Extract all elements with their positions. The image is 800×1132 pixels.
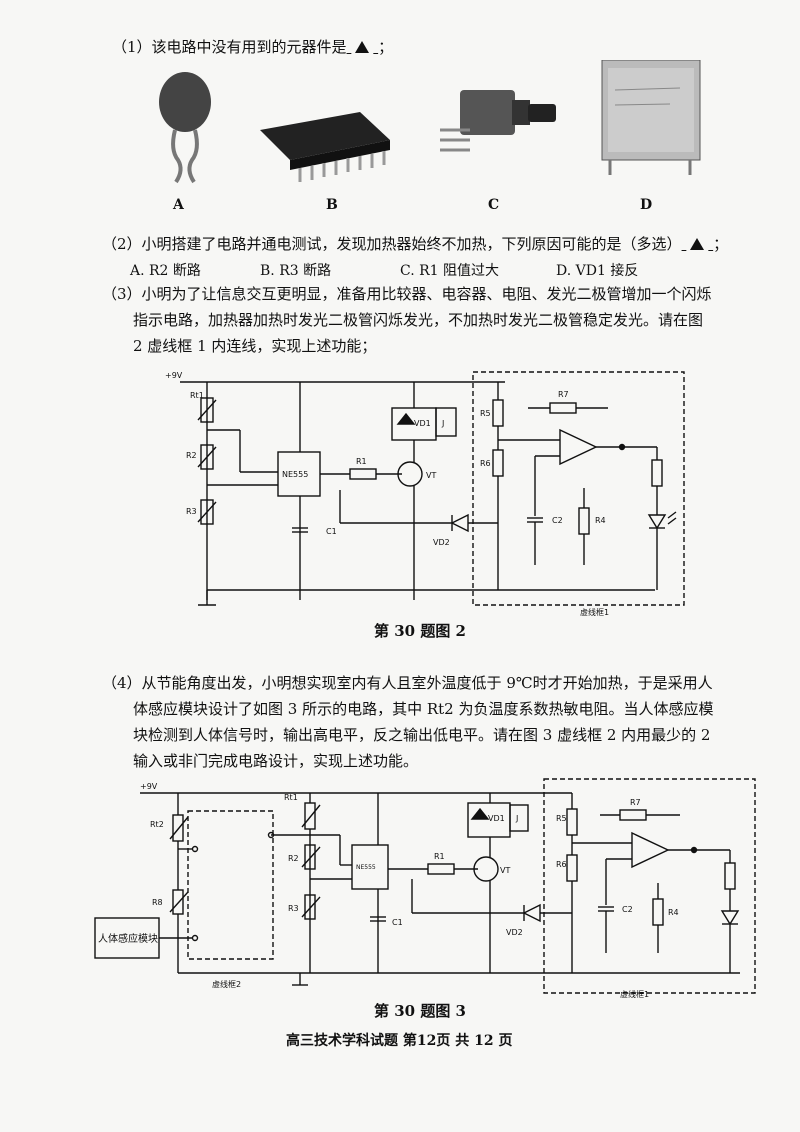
figure-3-circuit: +9V Rt2 R8 人体感应模块 虚线框2 Rt1 R2 R3 NE555 C… xyxy=(94,778,756,999)
svg-text:R2: R2 xyxy=(186,451,197,460)
q2-option-b: B. R3 断路 xyxy=(260,263,332,279)
svg-text:R3: R3 xyxy=(288,904,299,913)
fig2-relay-coil xyxy=(435,407,457,437)
svg-text:NE555: NE555 xyxy=(282,470,308,479)
fig2-vt xyxy=(397,461,423,487)
fig2-r1 xyxy=(349,468,377,480)
svg-text:C1: C1 xyxy=(392,918,403,927)
svg-text:C2: C2 xyxy=(622,905,633,914)
svg-text:Rt2: Rt2 xyxy=(150,820,164,829)
q2-option-d: D. VD1 接反 xyxy=(556,263,639,279)
svg-text:Rt1: Rt1 xyxy=(190,391,204,400)
fig3-dashed-box-2 xyxy=(187,810,274,960)
q4-line-3: 块检测到人体信号时，输出高电平，反之输出低电平。请在图 3 虚线框 2 内用最少… xyxy=(133,726,711,744)
svg-text:R5: R5 xyxy=(556,814,567,823)
q3-line-1: （3）小明为了让信息交互更明显，准备用比较器、电容器、电阻、发光二极管增加一个闪… xyxy=(102,285,712,303)
answer-triangle-icon xyxy=(355,41,370,53)
option-label-a: A xyxy=(173,197,184,213)
fig2-r3 xyxy=(200,499,214,525)
svg-text:VD2: VD2 xyxy=(506,928,523,937)
fig3-vt xyxy=(473,856,499,882)
option-label-d: D xyxy=(640,197,653,213)
figure-2-caption: 第 30 题图 2 xyxy=(374,622,466,640)
svg-text:VD1: VD1 xyxy=(488,814,505,823)
svg-text:J: J xyxy=(515,814,518,823)
svg-text:人体感应模块: 人体感应模块 xyxy=(98,932,158,945)
svg-text:虚线框2: 虚线框2 xyxy=(212,979,241,989)
q2-option-c: C. R1 阻值过大 xyxy=(400,263,500,279)
answer-blank[interactable] xyxy=(682,235,714,253)
q3-line-2: 指示电路，加热器加热时发光二极管闪烁发光，不加热时发光二极管稳定发光。请在图 xyxy=(133,311,704,329)
svg-text:R6: R6 xyxy=(556,860,567,869)
q4-line-1: （4）从节能角度出发，小明想实现室内有人且室外温度低于 9℃时才开始加热，于是采… xyxy=(102,674,713,692)
thermistor-image xyxy=(159,72,211,184)
svg-text:R3: R3 xyxy=(186,507,197,516)
q1-prefix: （1）该电路中没有用到的元器件是 xyxy=(112,38,347,56)
q3-line-3: 2 虚线框 1 内连线，实现上述功能； xyxy=(133,337,377,355)
fig2-dashed-box-1 xyxy=(472,371,685,606)
dip-ic-image xyxy=(260,112,390,182)
figure-3-caption: 第 30 题图 3 xyxy=(374,1002,466,1020)
svg-text:虚线框1: 虚线框1 xyxy=(580,607,609,617)
svg-text:虚线框1: 虚线框1 xyxy=(620,989,649,999)
svg-text:Rt1: Rt1 xyxy=(284,793,298,802)
svg-text:C1: C1 xyxy=(326,527,337,536)
fig2-power: +9V xyxy=(165,371,183,380)
fig3-comparator xyxy=(631,831,670,869)
svg-text:R6: R6 xyxy=(480,459,491,468)
svg-text:R7: R7 xyxy=(630,798,641,807)
potentiometer-image xyxy=(440,90,556,152)
fig3-dashed-box-1 xyxy=(543,778,756,994)
answer-triangle-icon xyxy=(690,238,705,250)
svg-text:VD1: VD1 xyxy=(414,419,431,428)
figure-2-circuit: +9V Rt1 R2 R3 NE555 C1 R1 VT VD1 J VD2 xyxy=(165,371,685,617)
relay-image xyxy=(601,60,701,175)
fig3-ic-555 xyxy=(351,844,389,890)
q2-option-a: A. R2 断路 xyxy=(130,263,201,279)
svg-text:VD2: VD2 xyxy=(433,538,450,547)
svg-text:R2: R2 xyxy=(288,854,299,863)
answer-blank[interactable] xyxy=(347,38,379,56)
q1-prompt: （1）该电路中没有用到的元器件是 ； xyxy=(112,38,394,56)
svg-text:R1: R1 xyxy=(434,852,445,861)
q2-prompt: （2）小明搭建了电路并通电测试，发现加热器始终不加热，下列原因可能的是（多选） … xyxy=(102,235,729,253)
q4-line-4: 输入或非门完成电路设计，实现上述功能。 xyxy=(133,752,419,770)
option-label-b: B xyxy=(326,197,338,213)
svg-text:R4: R4 xyxy=(595,516,606,525)
fig2-r2 xyxy=(200,444,214,470)
svg-text:R5: R5 xyxy=(480,409,491,418)
page-footer: 高三技术学科试题 第12页 共 12 页 xyxy=(286,1033,513,1049)
q2-text: （2）小明搭建了电路并通电测试，发现加热器始终不加热，下列原因可能的是（多选） xyxy=(102,235,682,253)
svg-text:R7: R7 xyxy=(558,390,569,399)
fig3-rt2 xyxy=(172,814,184,842)
option-label-c: C xyxy=(488,197,500,213)
fig2-comparator xyxy=(559,428,598,466)
fig2-rt1 xyxy=(200,397,214,423)
component-images xyxy=(159,60,701,184)
svg-text:R1: R1 xyxy=(356,457,367,466)
svg-text:+9V: +9V xyxy=(140,782,158,791)
svg-text:NE555: NE555 xyxy=(356,864,376,871)
svg-text:C2: C2 xyxy=(552,516,563,525)
svg-text:R8: R8 xyxy=(152,898,163,907)
fig3-r8 xyxy=(172,889,184,915)
svg-text:VT: VT xyxy=(426,471,436,480)
svg-text:J: J xyxy=(441,419,444,428)
svg-text:VT: VT xyxy=(500,866,510,875)
svg-text:R4: R4 xyxy=(668,908,679,917)
q4-line-2: 体感应模块设计了如图 3 所示的电路，其中 Rt2 为负温度系数热敏电阻。当人体… xyxy=(133,700,714,718)
